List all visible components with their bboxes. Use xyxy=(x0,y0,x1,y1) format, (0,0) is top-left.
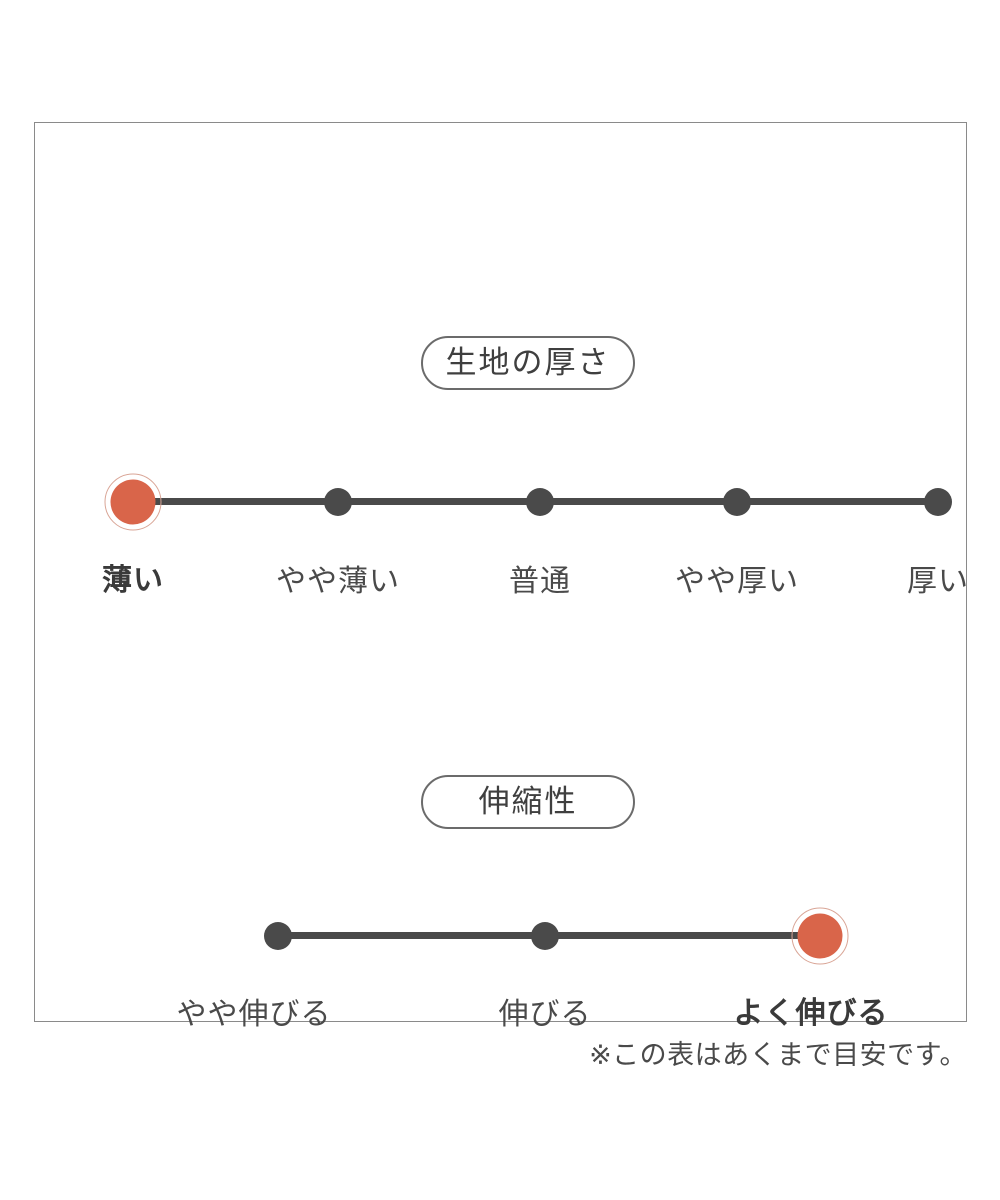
spec-frame: 生地の厚さ 薄い やや薄い 普通 やや厚い 厚い 伸縮性 やや伸びる 伸びる よ… xyxy=(34,122,969,1030)
scale-dot-thickness-0-active[interactable] xyxy=(110,479,156,525)
scale-label-thickness-2: 普通 xyxy=(509,565,571,598)
scale-dot-thickness-3[interactable] xyxy=(723,488,751,516)
scale-label-stretch-1: 伸びる xyxy=(498,998,592,1031)
scale-label-stretch-2: よく伸びる xyxy=(733,997,889,1030)
active-dot-ring-stretch xyxy=(791,907,849,965)
section-title-stretch: 伸縮性 xyxy=(421,775,635,829)
chart-footnote: ※この表はあくまで目安です。 xyxy=(589,1040,967,1070)
scale-label-thickness-1: やや薄い xyxy=(276,565,400,598)
scale-dot-thickness-4[interactable] xyxy=(924,488,952,516)
scale-label-thickness-3: やや厚い xyxy=(675,565,799,598)
active-dot-ring-thickness xyxy=(104,473,162,531)
scale-dot-thickness-2[interactable] xyxy=(526,488,554,516)
scale-label-thickness-4: 厚い xyxy=(907,565,969,598)
scale-dot-stretch-1[interactable] xyxy=(531,922,559,950)
scale-label-stretch-0: やや伸びる xyxy=(176,998,332,1031)
scale-dot-thickness-1[interactable] xyxy=(324,488,352,516)
section-title-thickness: 生地の厚さ xyxy=(421,336,635,390)
scale-dot-stretch-0[interactable] xyxy=(264,922,292,950)
scale-label-thickness-0: 薄い xyxy=(102,564,164,597)
scale-dot-stretch-2-active[interactable] xyxy=(797,913,843,959)
